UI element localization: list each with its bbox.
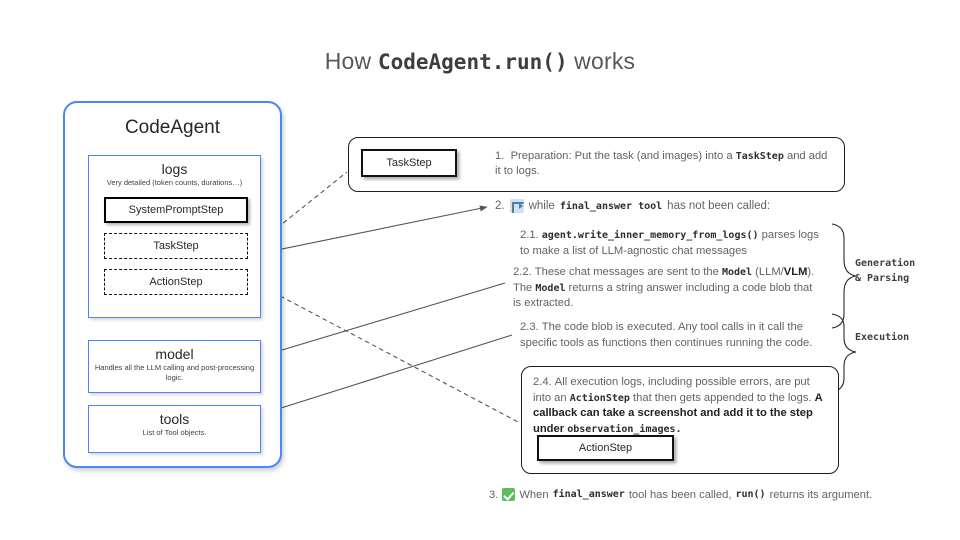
step-3-number: 3. [489,488,499,501]
tools-title: tools [159,411,190,427]
step-2-1-code-a: agent.write_inner_memory_from_logs() [541,230,759,241]
step-1-code-a: TaskStep [735,151,784,162]
step-2-2-number: 2.2. [513,266,532,278]
step-3-text-b: tool has been called, [628,488,732,501]
step-2-3-text-a: The code blob is executed. Any tool call… [520,321,813,349]
tools-box: tools List of Tool objects. [88,405,261,453]
step-2-4-number: 2.4. [533,376,552,388]
step-3-text: 3. When final_answer tool has been called… [489,488,872,501]
tools-subtitle: List of Tool objects. [142,428,207,437]
title-prefix: How [324,48,378,74]
step-3-code-b: run() [735,489,766,500]
actionstep-box: ActionStep [537,435,674,461]
step-2-2-text-a: These chat messages are sent to the [534,266,722,278]
step-2-4-bold-b: A callback can take a screenshot and add… [533,391,823,436]
title-code: CodeAgent.run() [377,50,568,74]
step-3-text-c: returns its argument. [769,488,873,501]
step-1-text-b: and add it to logs. [495,150,828,178]
step-2-1-text-a: parses logs to make a list of LLM-agnost… [520,229,819,257]
step-2-2-text-b: (LLM/ [752,266,784,278]
logs-box: logs Very detailed (token counts, durati… [88,155,261,318]
step-1-number: 1. [495,150,505,162]
step-1-card: 1. Preparation: Put the task (and images… [348,137,845,192]
step-2-2-text-d: returns a string answer including a code… [513,281,813,310]
step-3-code-a: final_answer [552,489,625,500]
log-entry-systempromptstep: SystemPromptStep [104,197,248,223]
step-1-text-a: Preparation: Put the task (and images) i… [510,150,736,162]
step-2-2-code-b: Model [535,282,566,294]
group-label-generation-line1: Generation [855,258,916,269]
step-2-code-a: final_answer tool [559,200,663,212]
group-label-generation: Generation & Parsing [855,256,915,286]
logs-title: logs [161,161,188,177]
step-2-2-text-c: ). The [513,266,815,294]
step-3-text-a: When [519,488,549,501]
group-label-generation-line2: & Parsing [855,273,910,284]
codeagent-panel: CodeAgent logs Very detailed (token coun… [63,101,282,468]
model-box: model Handles all the LLM calling and po… [88,340,261,393]
step-2-2-code-a: Model [721,267,753,278]
model-title: model [155,346,194,362]
step-2-3-text: 2.3. The code blob is executed. Any tool… [520,320,838,351]
logs-subtitle: Very detailed (token counts, durations…) [106,178,243,187]
title-suffix: works [567,48,636,74]
step-2-4-code-b: observation_images. [567,424,682,436]
step-2-number: 2. [495,200,505,212]
codeagent-title: CodeAgent [124,117,221,138]
step-2-2-text: 2.2. These chat messages are sent to the… [513,265,823,312]
step-2-4-text: 2.4. All execution logs, including possi… [533,375,829,438]
page-title: How CodeAgent.run() works [0,48,960,75]
step-1-text: 1. Preparation: Put the task (and images… [495,149,833,180]
model-subtitle: Handles all the LLM calling and post-pro… [94,363,255,383]
step-2-2-bold-b: VLM [783,266,808,278]
step-2-4-text-a: All execution logs, including possible e… [533,376,810,404]
step-2-1-text: 2.1. agent.write_inner_memory_from_logs(… [520,228,830,259]
step-2-text-b: has not been called: [667,200,771,212]
group-label-execution: Execution [855,332,910,343]
step-2-header: 2. while final_answer tool has not been c… [495,199,770,213]
step-2-text-a: while [528,200,555,212]
step-2-3-number: 2.3. [520,321,539,333]
step-2-4-code-a: ActionStep [569,392,630,404]
step-2-4-text-b: that then gets appended to the logs. [629,391,815,404]
log-entry-actionstep: ActionStep [104,269,248,295]
loop-icon [509,199,524,213]
log-entry-taskstep: TaskStep [104,233,248,259]
check-icon [502,488,516,501]
taskstep-box: TaskStep [361,149,457,177]
step-2-1-number: 2.1. [520,229,539,241]
